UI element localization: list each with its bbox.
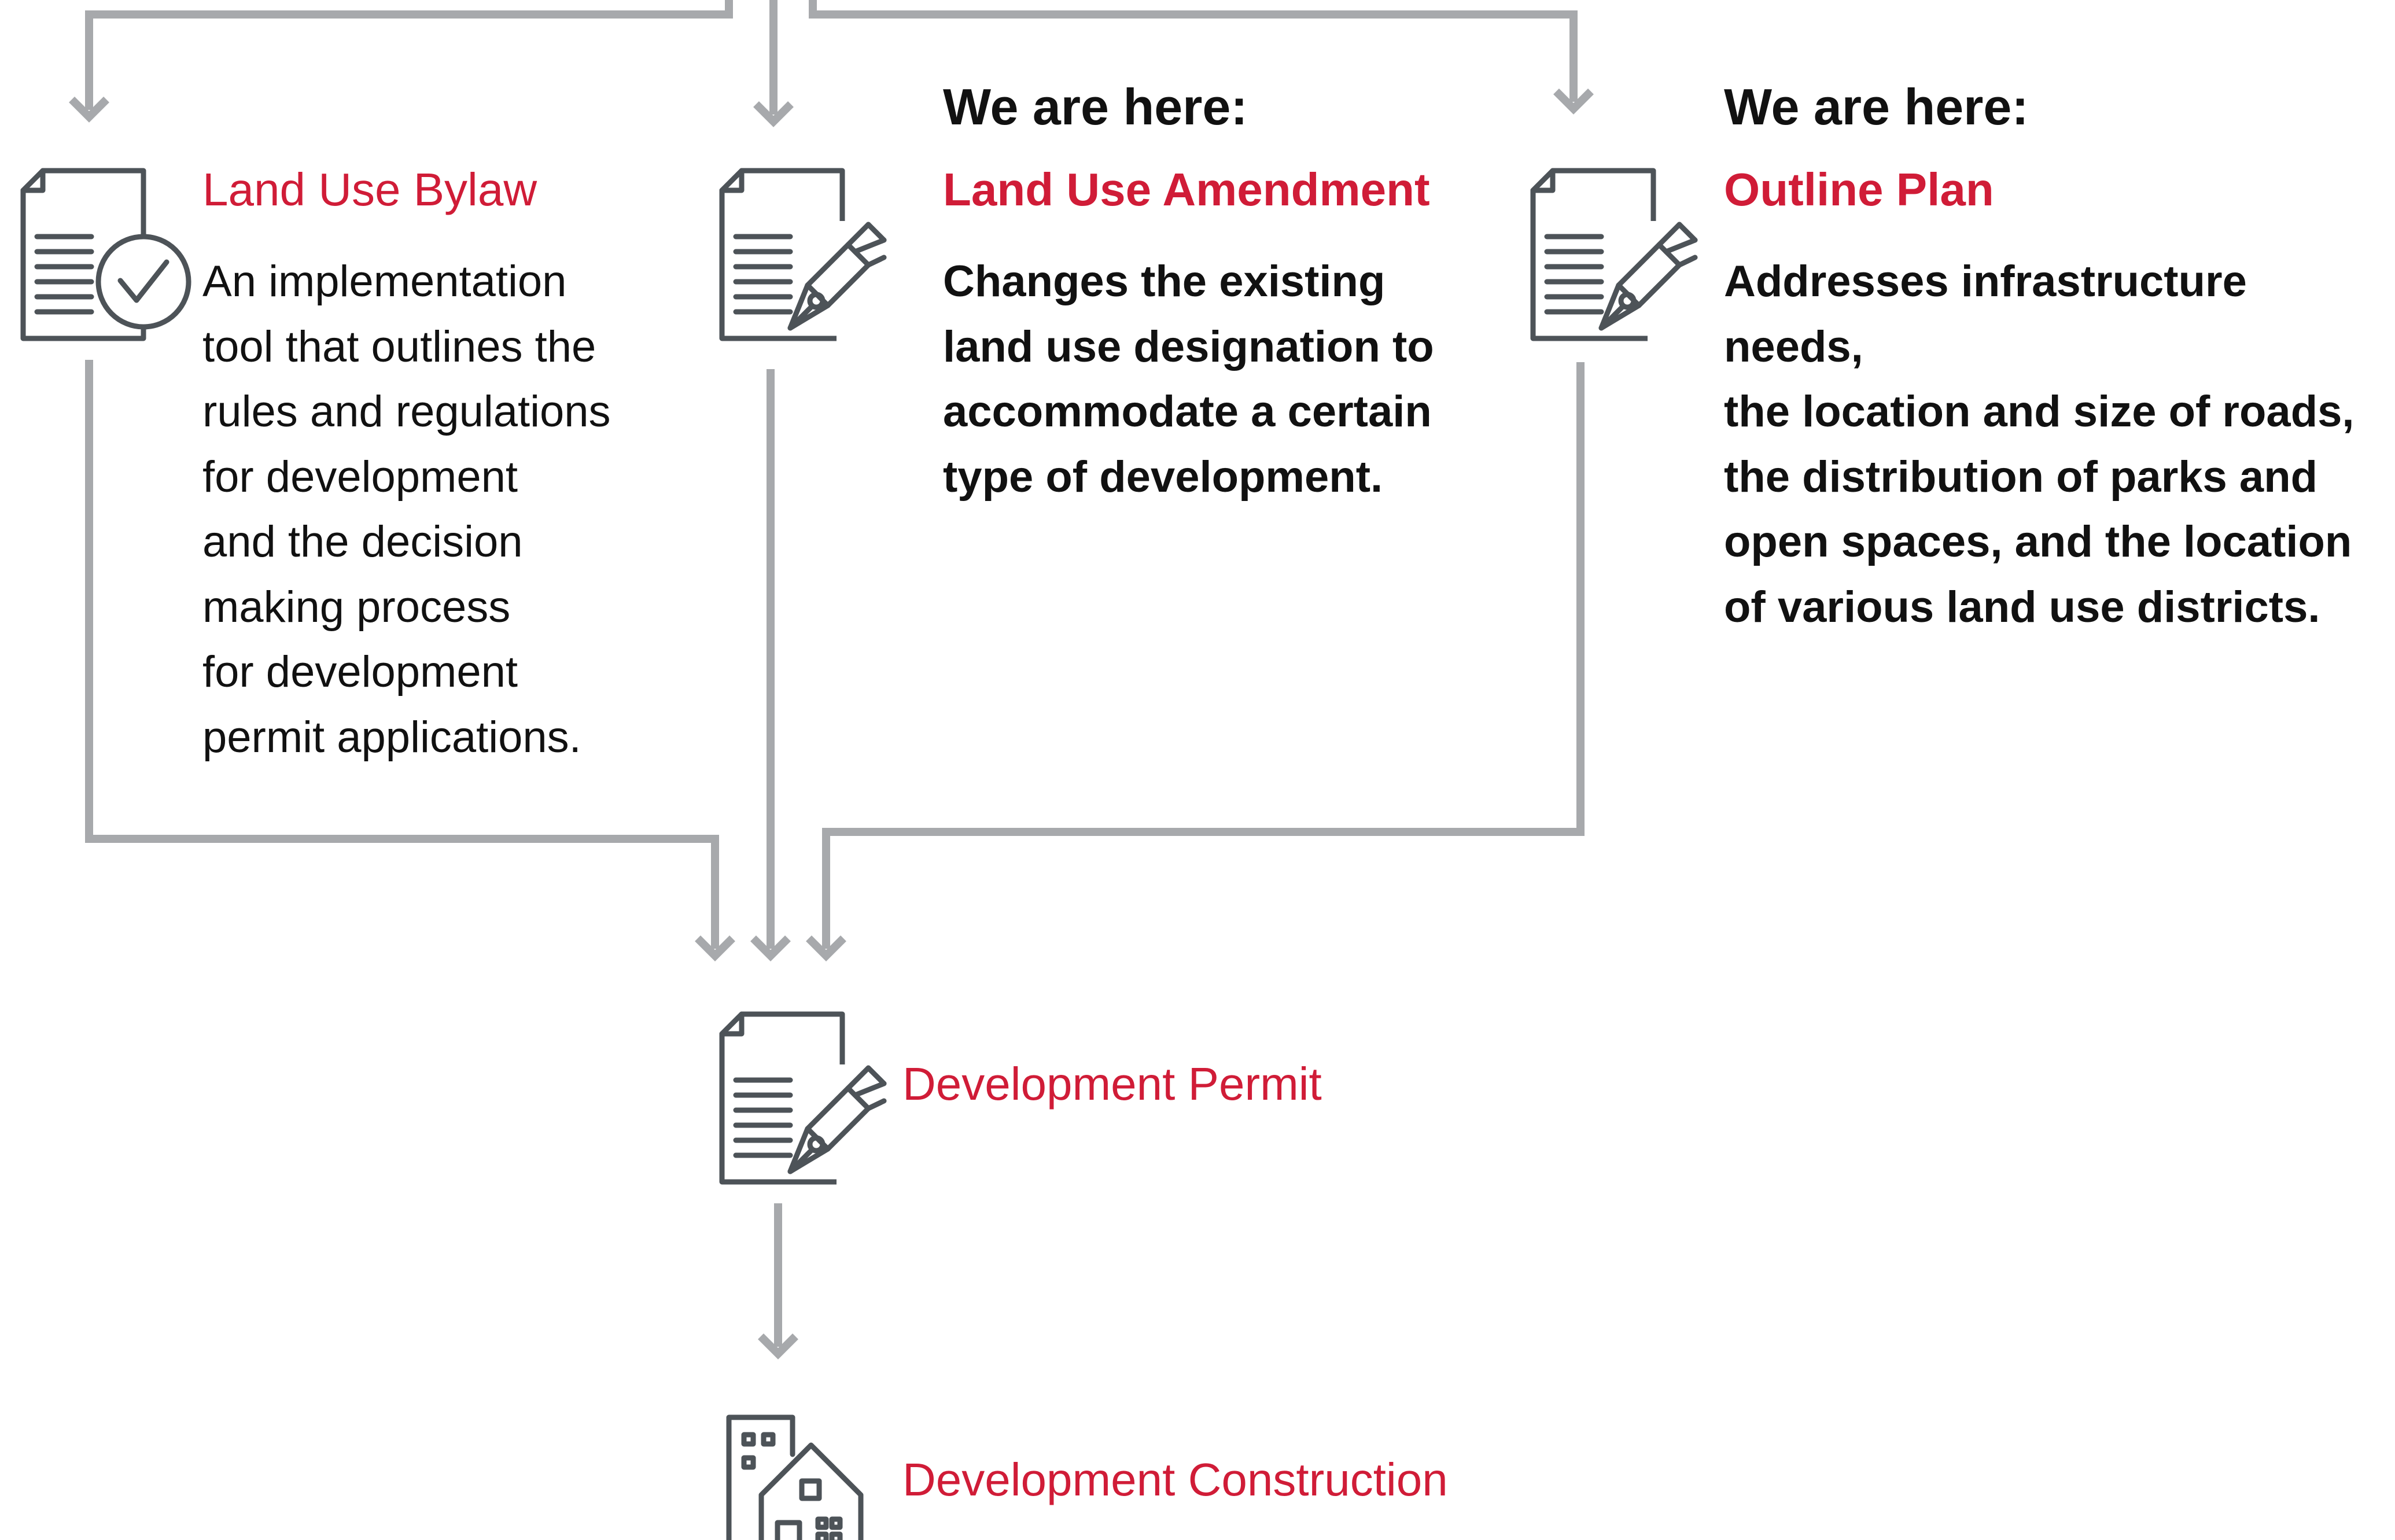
permit-title: Development Permit [902,1058,1322,1110]
arrowhead-permit-right [806,935,846,961]
document-pen-icon [722,1014,905,1198]
outline-plan-we-are-here-label: We are here: [1724,78,2029,135]
asterisk-icon [853,70,915,142]
buildings-icon [729,1417,861,1540]
arrowhead-bylaw [69,97,109,123]
bylaw-title: Land Use Bylaw [202,164,537,215]
arrowhead-permit-left [695,935,735,961]
document-check-icon [23,171,189,338]
amendment-we-are-here-label: We are here: [943,78,1248,135]
document-pen-icon [722,171,905,354]
arrowhead-construction [758,1333,798,1360]
connector-top-left [85,0,733,110]
amendment-title: Land Use Amendment [943,164,1430,215]
outline-plan-title: Outline Plan [1724,164,1994,215]
arrowhead-amendment [753,101,794,127]
document-pen-icon [1533,171,1716,354]
outline-plan-description: Addresses infrastructure needs, the loca… [1724,257,2355,632]
connector-outline-to-permit [822,362,1585,949]
construction-title: Development Construction [902,1454,1448,1505]
bylaw-description: An implementation tool that outlines the… [202,257,611,762]
asterisk-icon [1636,70,1698,142]
arrowhead-permit-center [750,935,791,961]
connector-bylaw-to-permit [85,360,719,949]
connectors [69,0,1594,1360]
connector-top-right [809,0,1578,102]
amendment-description: Changes the existing land use designatio… [943,257,1434,502]
arrowhead-outline-plan [1553,89,1594,115]
